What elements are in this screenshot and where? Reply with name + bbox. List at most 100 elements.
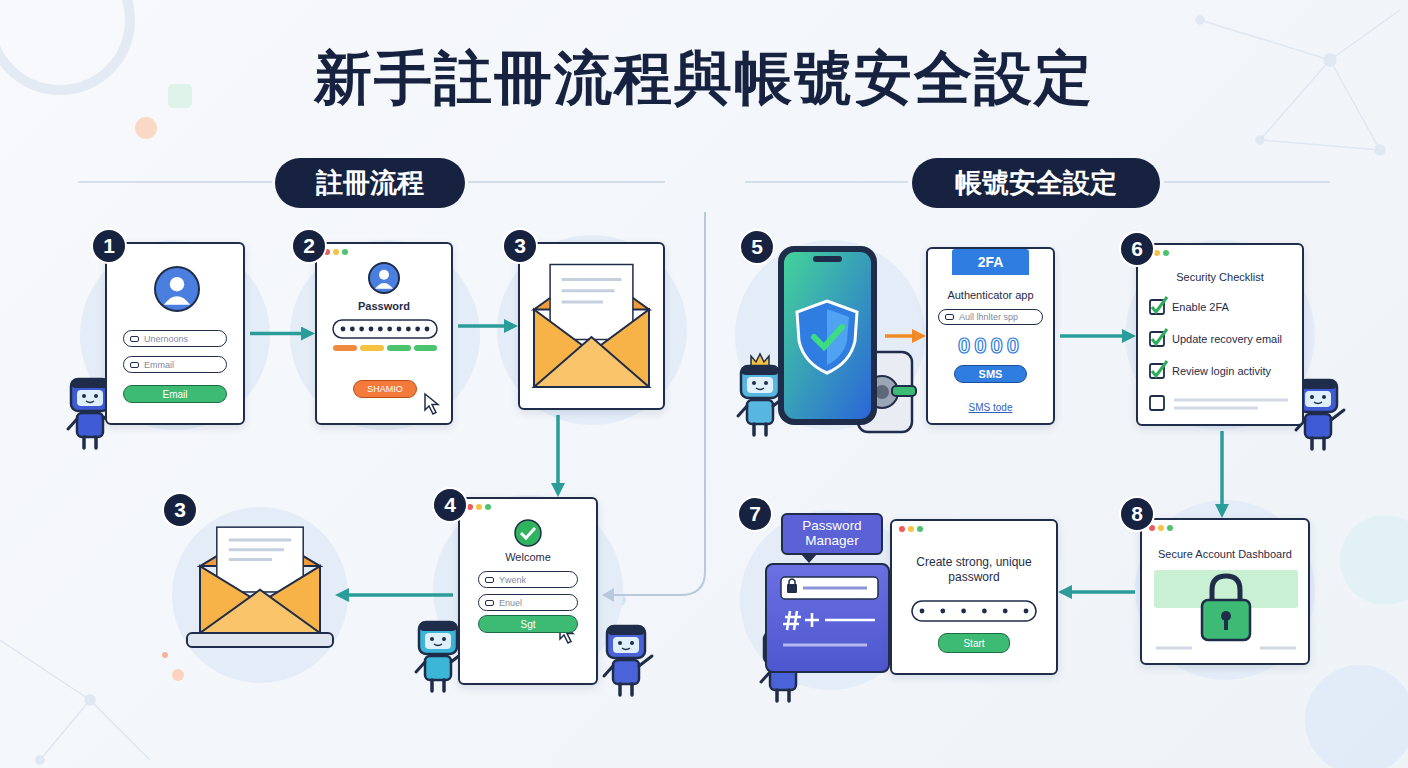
decor-line xyxy=(416,662,425,672)
step-card: 6Security ChecklistEnable 2FAUpdate reco… xyxy=(1136,243,1304,426)
decor-line xyxy=(1331,410,1344,420)
decor-line xyxy=(811,613,814,627)
decor-line xyxy=(90,700,150,760)
step-card: 4WelcomeYwenkEnuelSgt xyxy=(458,497,598,685)
decor-circle xyxy=(485,504,491,510)
callout-number: 6 xyxy=(1119,231,1155,267)
decor-rect xyxy=(360,345,384,351)
decor-line xyxy=(442,680,446,691)
decor-line xyxy=(1330,60,1380,150)
decor-path xyxy=(797,301,857,373)
callout-number: 2 xyxy=(291,228,327,264)
decor-rect xyxy=(71,379,109,411)
decor-line xyxy=(1330,10,1400,60)
callout-number: 3 xyxy=(502,228,538,264)
decor-line xyxy=(1310,438,1314,449)
decor-path xyxy=(1152,297,1167,312)
decor-path xyxy=(751,354,769,366)
decor-circle xyxy=(1135,500,1315,680)
decor-line xyxy=(639,656,652,666)
decor-line xyxy=(783,623,799,626)
manager-panel: 7Password Manager xyxy=(765,563,890,673)
decor-g xyxy=(783,611,875,630)
decor-rect xyxy=(1305,414,1331,438)
decor-rect xyxy=(387,345,411,351)
decor-rect xyxy=(419,622,457,654)
card-illustration xyxy=(1142,520,1312,667)
card-illustration xyxy=(892,521,1060,677)
section-label: 註冊流程 xyxy=(275,158,465,208)
decor-circle xyxy=(135,117,157,139)
decor-circle xyxy=(162,652,168,658)
decor-path xyxy=(200,566,320,633)
decor-circle xyxy=(0,0,130,90)
decor-rect xyxy=(333,320,437,338)
decor-line xyxy=(785,616,801,619)
step-card: 2FAAuthenticator appAull lhnlter spp0000… xyxy=(926,247,1055,425)
decor-circle xyxy=(170,277,185,292)
decor-rect xyxy=(613,637,639,653)
decor-line xyxy=(229,539,291,542)
step-card: Create strong, unique passwordStart xyxy=(890,519,1058,675)
decor-circle xyxy=(908,526,914,532)
decor-circle xyxy=(415,327,420,332)
decor-rect xyxy=(187,633,333,647)
decor-circle xyxy=(1003,609,1008,614)
decor-path xyxy=(936,256,942,268)
decor-circle xyxy=(920,609,925,614)
decor-circle xyxy=(630,641,634,645)
decor-circle xyxy=(1163,250,1169,256)
decor-circle xyxy=(476,504,482,510)
decor-circle xyxy=(387,327,392,332)
decor-rect xyxy=(550,265,633,340)
flow-arrow xyxy=(1065,590,1135,594)
checklist-item: Enable 2FA xyxy=(1172,297,1300,317)
decor-line xyxy=(618,684,622,695)
decor-circle xyxy=(764,381,768,385)
decor-circle xyxy=(1305,665,1408,768)
section-pill: 註冊流程 xyxy=(275,158,465,208)
decor-circle xyxy=(917,526,923,532)
button: Start xyxy=(938,633,1010,653)
callout-number: 3 xyxy=(162,492,198,528)
decor-circle xyxy=(342,249,348,255)
decor-path xyxy=(1314,402,1322,404)
card-text: Authenticator app xyxy=(932,287,1049,303)
decor-rect xyxy=(607,626,645,635)
decor-rect xyxy=(333,345,357,351)
decor-line xyxy=(803,587,867,590)
decor-circle xyxy=(172,507,348,683)
decor-line xyxy=(630,684,634,695)
decor-path xyxy=(622,648,630,650)
decor-line xyxy=(68,419,77,429)
decor-circle xyxy=(442,637,446,641)
decor-rect xyxy=(71,379,109,388)
card-illustration xyxy=(460,499,600,687)
decor-circle xyxy=(1196,16,1204,24)
button: SMS xyxy=(954,365,1027,383)
decor-rect xyxy=(1299,380,1337,412)
decor-g xyxy=(80,235,1315,690)
flow-arrow xyxy=(556,415,560,490)
decor-circle xyxy=(1256,136,1264,144)
flow-arrow xyxy=(250,332,308,336)
decor-circle xyxy=(94,394,98,398)
decor-path xyxy=(164,296,190,304)
decor-rect xyxy=(607,626,645,658)
decor-line xyxy=(562,289,615,292)
decor-circle xyxy=(515,520,541,546)
decor-line xyxy=(1260,140,1380,150)
input-field: Aull lhnlter spp xyxy=(938,309,1043,325)
decor-circle xyxy=(379,270,389,280)
card-illustration xyxy=(767,565,892,675)
decor-line xyxy=(78,181,272,183)
decor-path xyxy=(602,588,614,602)
decor-circle xyxy=(85,695,95,705)
decor-line xyxy=(1322,438,1326,449)
decor-circle xyxy=(940,609,945,614)
callout-number: 7 xyxy=(737,496,773,532)
decor-line xyxy=(752,424,756,435)
decor-circle xyxy=(397,327,402,332)
panel-header: 2FA xyxy=(952,249,1029,275)
